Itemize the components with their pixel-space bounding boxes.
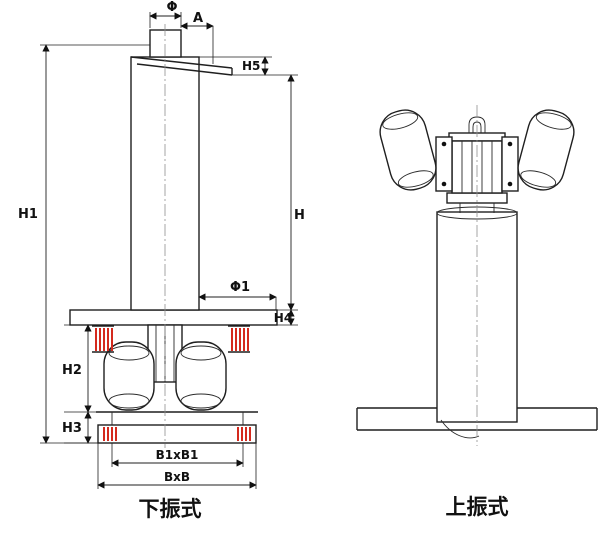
dim-label-h5: H5 bbox=[242, 59, 260, 73]
isolation-springs bbox=[95, 328, 251, 441]
caption-right-view: 上振式 bbox=[446, 495, 509, 519]
inlet-tube bbox=[149, 29, 182, 58]
dimension-h3: H3 bbox=[62, 411, 98, 444]
spring-caps bbox=[92, 325, 250, 353]
dimension-h4: H4 bbox=[274, 309, 298, 326]
dim-label-h: H bbox=[294, 208, 305, 223]
clamp-plates bbox=[435, 136, 519, 192]
dim-label-h4: H4 bbox=[274, 311, 292, 325]
right-view: 上振式 bbox=[356, 105, 598, 519]
vibration-motors bbox=[103, 341, 227, 411]
dim-label-bxb: BxB bbox=[164, 470, 190, 484]
caption-left-view: 下振式 bbox=[139, 497, 202, 521]
dim-label-h1: H1 bbox=[18, 207, 38, 222]
left-view: Φ A H5 H H1 Φ1 bbox=[18, 0, 305, 521]
base-plate bbox=[69, 309, 278, 326]
dimension-h: H bbox=[277, 74, 305, 311]
dimension-a: A bbox=[180, 11, 214, 64]
dimension-h5: H5 bbox=[199, 56, 298, 76]
dim-label-phi: Φ bbox=[166, 0, 177, 15]
dimension-phi1: Φ1 bbox=[198, 280, 277, 310]
dim-label-a: A bbox=[193, 11, 203, 26]
dim-label-phi1: Φ1 bbox=[230, 280, 250, 295]
dimension-bxb: BxB bbox=[97, 443, 257, 489]
discharge-chute bbox=[130, 56, 233, 76]
dim-label-b1xb1: B1xB1 bbox=[156, 448, 199, 462]
dimension-b1xb1: B1xB1 bbox=[111, 443, 244, 467]
dim-label-h3: H3 bbox=[62, 421, 82, 436]
top-vibration-motors bbox=[379, 109, 575, 191]
dimension-phi: Φ bbox=[149, 0, 182, 28]
dimension-h2: H2 bbox=[62, 324, 96, 413]
bottom-base bbox=[96, 411, 258, 444]
dim-label-h2: H2 bbox=[62, 363, 82, 378]
